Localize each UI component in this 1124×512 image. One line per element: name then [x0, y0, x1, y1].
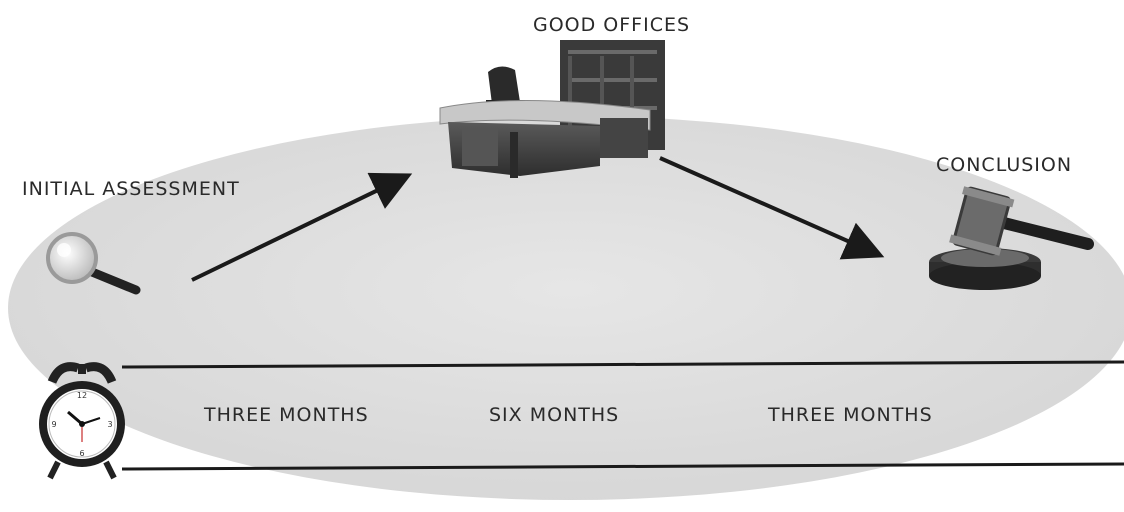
svg-text:12: 12: [77, 391, 87, 400]
svg-text:9: 9: [51, 420, 56, 429]
stage-label-initial-assessment: INITIAL ASSESSMENT: [22, 178, 240, 200]
office-desk-icon: [440, 40, 665, 178]
svg-text:3: 3: [107, 420, 112, 429]
alarm-clock-icon: 12 3 6 9: [39, 364, 125, 478]
duration-first: THREE MONTHS: [204, 404, 369, 426]
stage-label-good-offices: GOOD OFFICES: [533, 14, 690, 36]
stage-label-conclusion: CONCLUSION: [936, 154, 1072, 176]
svg-text:6: 6: [79, 449, 84, 458]
duration-third: THREE MONTHS: [768, 404, 933, 426]
duration-second: SIX MONTHS: [489, 404, 619, 426]
